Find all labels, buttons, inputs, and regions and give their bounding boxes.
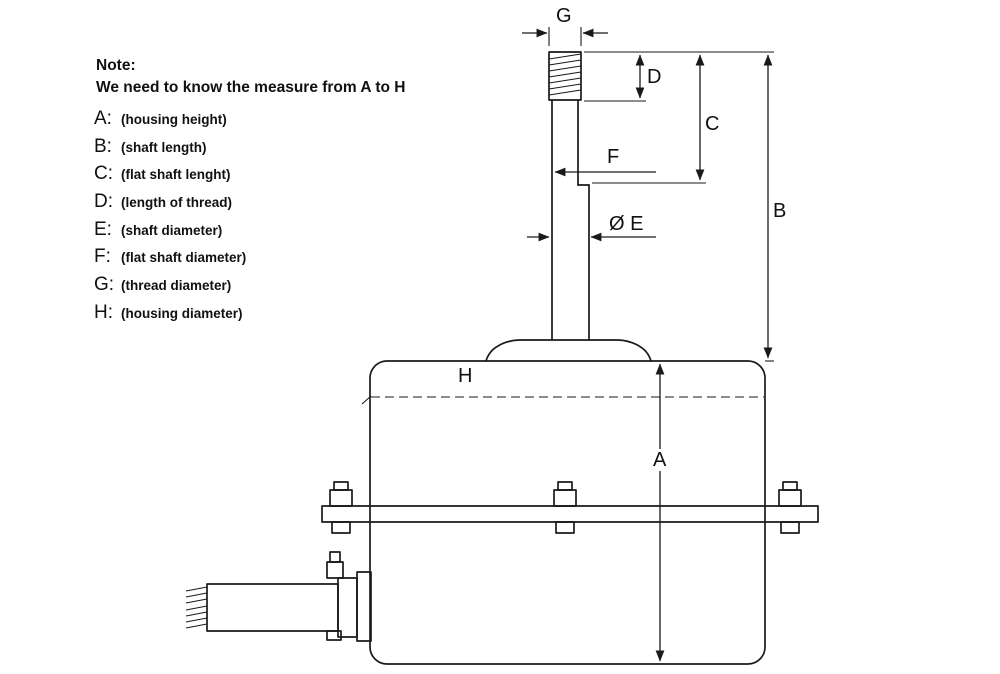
dimension-legend: A: (housing height) B: (shaft length) C:… <box>94 108 246 330</box>
legend-letter: G: <box>94 274 115 296</box>
legend-desc: (length of thread) <box>121 195 232 211</box>
legend-desc: (flat shaft diameter) <box>121 250 247 266</box>
dim-label-f: F <box>604 146 623 168</box>
dim-label-g: G <box>553 5 575 27</box>
legend-letter: F: <box>94 246 111 268</box>
dim-label-h: H <box>455 365 476 387</box>
legend-item-c: C: (flat shaft lenght) <box>94 163 246 191</box>
legend-letter: D: <box>94 191 113 213</box>
legend-desc: (shaft length) <box>121 139 207 155</box>
legend-item-h: H: (housing diameter) <box>94 302 246 330</box>
legend-desc: (housing height) <box>121 112 227 127</box>
note-block: Note: We need to know the measure from A… <box>96 55 405 99</box>
dim-label-b: B <box>770 200 790 222</box>
legend-item-f: F: (flat shaft diameter) <box>94 246 246 274</box>
dim-label-d: D <box>644 66 665 88</box>
legend-desc: (thread diameter) <box>121 278 232 294</box>
legend-item-a: A: (housing height) <box>94 108 246 136</box>
dim-label-e: Ø E <box>606 213 647 235</box>
motor-housing <box>361 360 766 665</box>
shaft-thread <box>548 51 582 101</box>
housing-cap <box>485 339 652 362</box>
legend-item-b: B: (shaft length) <box>94 136 246 164</box>
legend-letter: B: <box>94 135 112 157</box>
legend-letter: C: <box>94 163 113 185</box>
legend-item-g: G: (thread diameter) <box>94 274 246 302</box>
legend-desc: (housing diameter) <box>121 305 243 321</box>
cable-connector <box>185 551 372 642</box>
dim-label-c: C <box>702 113 723 135</box>
legend-desc: (shaft diameter) <box>121 222 223 238</box>
legend-letter: E: <box>94 218 112 240</box>
shaft-outline <box>551 99 590 341</box>
extension-lines <box>548 27 774 362</box>
dim-label-a: A <box>650 449 670 471</box>
legend-desc: (flat shaft lenght) <box>121 167 231 183</box>
note-subtitle: We need to know the measure from A to H <box>96 79 406 96</box>
mounting-flange <box>321 481 819 534</box>
legend-letter: A: <box>94 108 112 129</box>
legend-item-e: E: (shaft diameter) <box>94 219 246 247</box>
dimension-lines <box>522 28 773 662</box>
note-title: Note: <box>96 57 136 74</box>
legend-letter: H: <box>94 301 113 323</box>
legend-item-d: D: (length of thread) <box>94 191 246 219</box>
